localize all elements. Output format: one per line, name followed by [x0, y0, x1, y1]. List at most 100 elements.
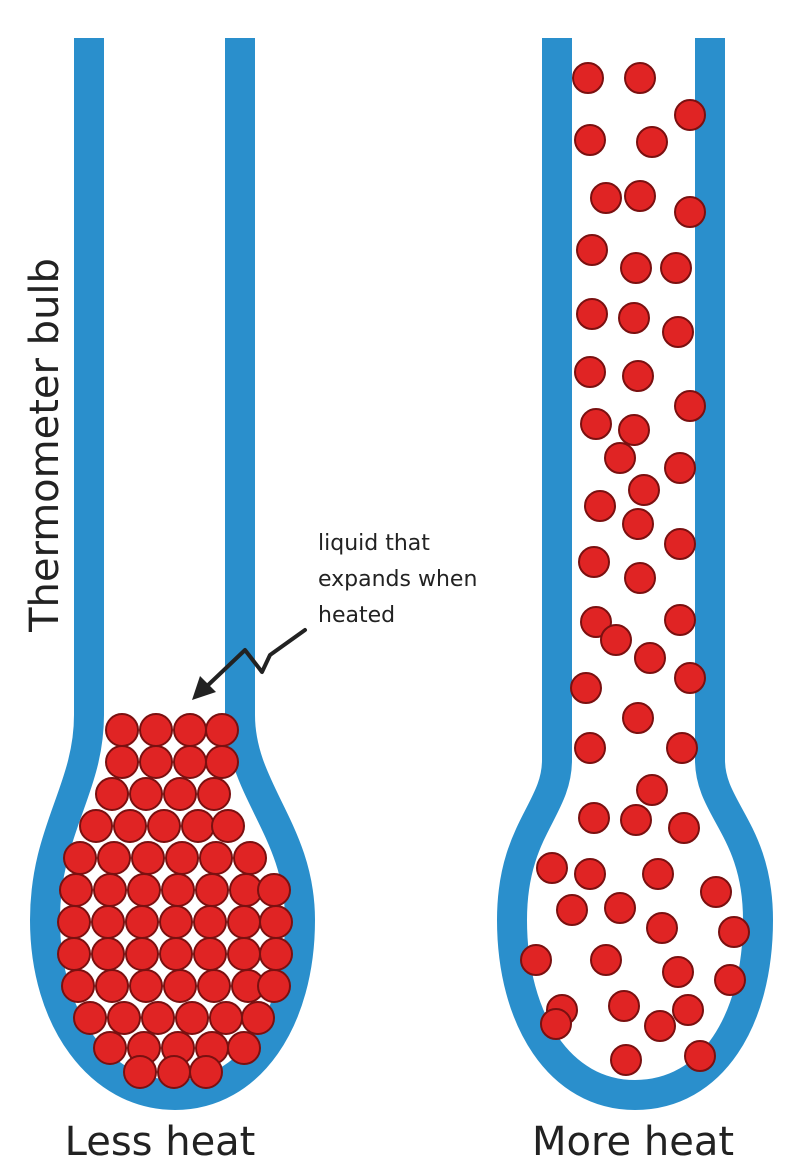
liquid-particle	[625, 63, 655, 93]
liquid-particle	[190, 1056, 222, 1088]
liquid-particle	[126, 938, 158, 970]
liquid-particle	[80, 810, 112, 842]
liquid-particle	[242, 1002, 274, 1034]
liquid-particle	[162, 874, 194, 906]
liquid-particle	[581, 409, 611, 439]
liquid-particle	[621, 253, 651, 283]
liquid-particle	[591, 945, 621, 975]
liquid-particle	[665, 529, 695, 559]
liquid-particle	[591, 183, 621, 213]
liquid-particle	[234, 842, 266, 874]
liquid-particle	[260, 906, 292, 938]
liquid-particle	[98, 842, 130, 874]
liquid-particle	[675, 663, 705, 693]
liquid-particle	[541, 1009, 571, 1039]
liquid-particle	[206, 714, 238, 746]
liquid-particle	[58, 938, 90, 970]
liquid-particle	[719, 917, 749, 947]
liquid-particle	[126, 906, 158, 938]
liquid-particle	[669, 813, 699, 843]
liquid-particle	[94, 1032, 126, 1064]
liquid-particle	[148, 810, 180, 842]
liquid-particle	[160, 938, 192, 970]
liquid-particle	[675, 197, 705, 227]
liquid-particle	[605, 443, 635, 473]
liquid-particle	[625, 563, 655, 593]
liquid-particle	[206, 746, 238, 778]
liquid-particle	[96, 970, 128, 1002]
liquid-particle	[196, 874, 228, 906]
liquid-particle	[623, 361, 653, 391]
liquid-particle	[575, 357, 605, 387]
liquid-particle	[132, 842, 164, 874]
liquid-particle	[629, 475, 659, 505]
liquid-particle	[637, 775, 667, 805]
liquid-particle	[573, 63, 603, 93]
liquid-particle	[609, 991, 639, 1021]
liquid-particle	[128, 874, 160, 906]
liquid-particle	[198, 970, 230, 1002]
liquid-particle	[94, 874, 126, 906]
right-thermometer	[512, 38, 758, 1095]
liquid-particle	[701, 877, 731, 907]
liquid-particle	[174, 746, 206, 778]
liquid-particle	[140, 714, 172, 746]
liquid-particle	[164, 778, 196, 810]
annotation-line-1: liquid that	[318, 531, 430, 556]
liquid-particle	[575, 859, 605, 889]
liquid-particle	[210, 1002, 242, 1034]
liquid-particle	[212, 810, 244, 842]
liquid-particle	[106, 714, 138, 746]
liquid-particle	[160, 906, 192, 938]
liquid-particle	[577, 299, 607, 329]
liquid-particle	[661, 253, 691, 283]
liquid-particle	[96, 778, 128, 810]
liquid-particle	[663, 957, 693, 987]
liquid-particle	[228, 906, 260, 938]
liquid-particle	[60, 874, 92, 906]
annotation-line-2: expands when	[318, 567, 477, 592]
side-label: Thermometer bulb	[22, 258, 68, 633]
liquid-particle	[114, 810, 146, 842]
liquid-particle	[585, 491, 615, 521]
liquid-particle	[575, 733, 605, 763]
liquid-particle	[228, 938, 260, 970]
liquid-particle	[623, 703, 653, 733]
liquid-particle	[198, 778, 230, 810]
liquid-particle	[228, 1032, 260, 1064]
liquid-particle	[521, 945, 551, 975]
left-caption: Less heat	[65, 1119, 256, 1163]
liquid-particle	[685, 1041, 715, 1071]
liquid-particle	[619, 415, 649, 445]
annotation-text: liquid that expands when heated	[318, 531, 484, 628]
liquid-particle	[130, 778, 162, 810]
liquid-particle	[176, 1002, 208, 1034]
liquid-particle	[108, 1002, 140, 1034]
liquid-particle	[611, 1045, 641, 1075]
liquid-particle	[557, 895, 587, 925]
liquid-particle	[663, 317, 693, 347]
liquid-particle	[675, 391, 705, 421]
liquid-particle	[260, 938, 292, 970]
liquid-particle	[164, 970, 196, 1002]
liquid-particle	[200, 842, 232, 874]
liquid-particle	[182, 810, 214, 842]
liquid-particle	[74, 1002, 106, 1034]
liquid-particle	[258, 874, 290, 906]
liquid-particle	[637, 127, 667, 157]
liquid-particle	[673, 995, 703, 1025]
liquid-particle	[667, 733, 697, 763]
liquid-particle	[194, 906, 226, 938]
liquid-particle	[621, 805, 651, 835]
liquid-particle	[675, 100, 705, 130]
annotation-line-3: heated	[318, 603, 395, 628]
liquid-particle	[166, 842, 198, 874]
liquid-particle	[665, 605, 695, 635]
liquid-particle	[92, 906, 124, 938]
liquid-particle	[579, 547, 609, 577]
liquid-particle	[130, 970, 162, 1002]
liquid-particle	[665, 453, 695, 483]
liquid-particle	[62, 970, 94, 1002]
liquid-particle	[635, 643, 665, 673]
